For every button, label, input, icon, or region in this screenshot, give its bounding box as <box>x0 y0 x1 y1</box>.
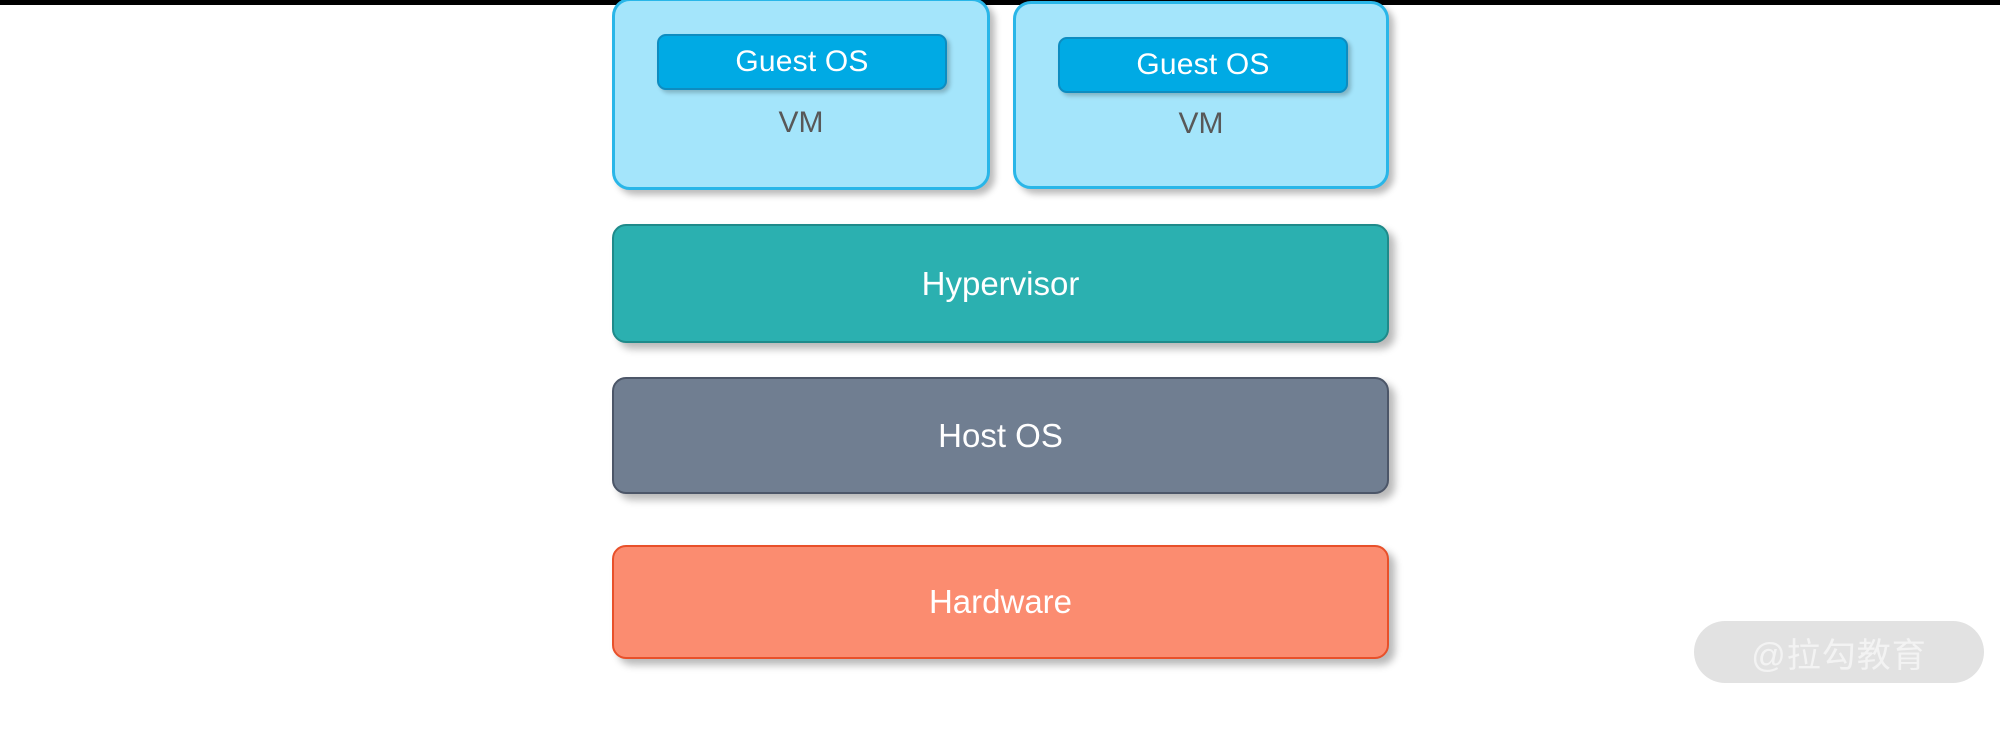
layer-hardware-label: Hardware <box>928 583 1073 620</box>
vm-label-1: VM <box>778 106 824 139</box>
guest-os-label-2: Guest OS <box>1136 48 1270 81</box>
layer-hypervisor: Hypervisor <box>612 224 1389 343</box>
top-black-bar <box>0 0 2000 5</box>
guest-os-label-1: Guest OS <box>735 45 869 78</box>
layer-hypervisor-label: Hypervisor <box>921 264 1080 302</box>
guest-os-box-1: Guest OS <box>657 34 947 90</box>
layer-host-os-label: Host OS <box>938 416 1063 454</box>
watermark-pill: @拉勾教育 <box>1694 621 1984 683</box>
layer-hardware: Hardware <box>612 545 1389 659</box>
vm-label-2: VM <box>1178 107 1224 140</box>
vm-container-2: Guest OS VM <box>1013 1 1389 189</box>
vm-container-1: Guest OS VM <box>612 0 990 190</box>
layer-host-os: Host OS <box>612 377 1389 494</box>
guest-os-box-2: Guest OS <box>1058 37 1348 93</box>
watermark-text: @拉勾教育 <box>1751 636 1927 675</box>
